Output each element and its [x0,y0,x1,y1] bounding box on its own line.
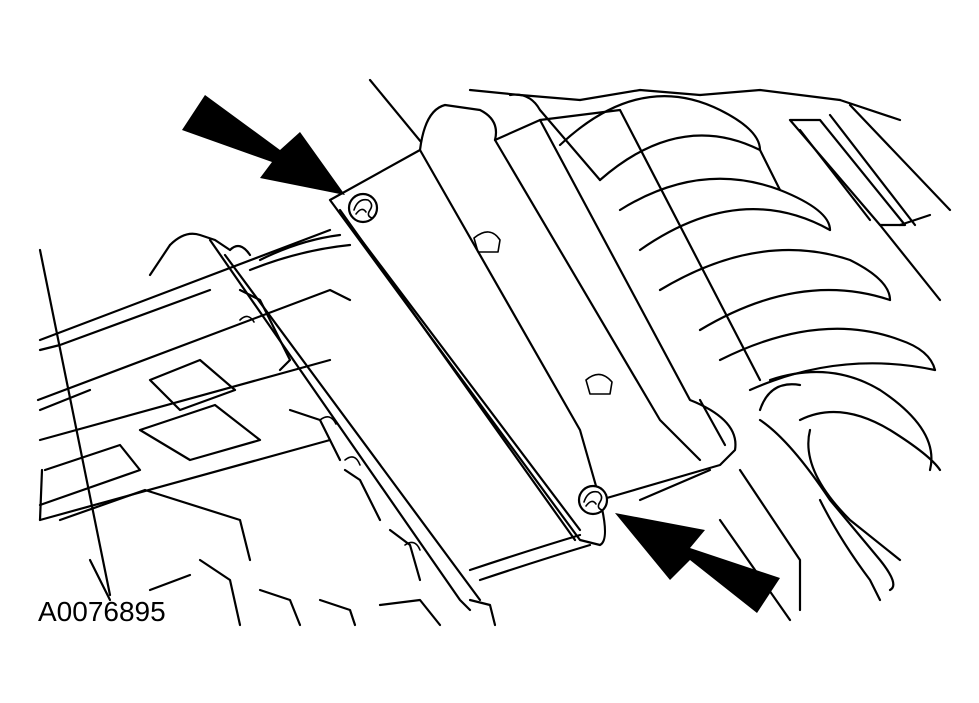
intake-runners [368,78,952,392]
cover-plate [328,103,762,547]
arrow-down-right-icon [182,95,345,195]
arrow-up-left-icon [615,513,780,613]
lower-right-tubes [718,370,942,622]
screw-head-icon [577,484,609,516]
figure-id-label: A0076895 [38,596,166,627]
screw-head-icon [347,192,379,224]
left-assembly [36,228,592,627]
